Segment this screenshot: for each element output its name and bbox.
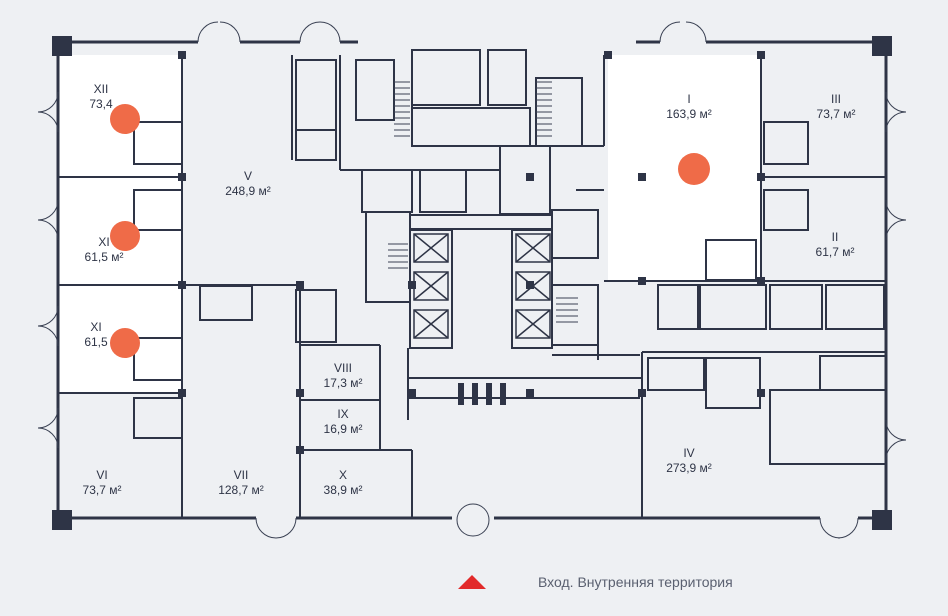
unit-number: XI [98,235,110,249]
unit-number: III [830,92,841,106]
unit-area: 16,9 м² [323,422,363,436]
unit-label-III[interactable]: III 73,7 м² [817,92,856,122]
unit-markers [110,104,710,358]
unit-label-X[interactable]: X 38,9 м² [324,468,363,498]
unit-area: 273,9 м² [666,461,712,475]
unit-label-I[interactable]: I 163,9 м² [666,92,712,122]
unit-area: 163,9 м² [666,107,712,121]
unit-area: 128,7 м² [218,483,264,497]
unit-label-VII[interactable]: VII 128,7 м² [218,468,264,498]
unit-number: XII [93,82,109,96]
unit-area: 17,3 м² [323,376,363,390]
marker-XI-b[interactable] [110,328,140,358]
unit-label-XI-a[interactable]: XI 61,5 м² [85,235,124,265]
unit-label-VI[interactable]: VI 73,7 м² [83,468,122,498]
elevators [413,233,551,339]
entrance-legend: Вход. Внутренняя территория [458,572,733,592]
unit-number: II [831,230,839,244]
unit-number: V [243,169,253,183]
unit-area: 61,7 м² [815,245,855,259]
marker-XII[interactable] [110,104,140,134]
unit-number: X [338,468,347,482]
unit-number: I [687,92,691,106]
unit-label-V[interactable]: V 248,9 м² [225,169,271,199]
unit-number: VI [96,468,108,482]
entrance-legend-label: Вход. Внутренняя территория [538,574,733,590]
unit-area: 73,4 [89,97,113,111]
red-triangle-icon [458,575,486,589]
unit-label-VIII[interactable]: VIII 17,3 м² [324,361,363,391]
unit-area: 73,7 м² [82,483,122,497]
unit-area: 61,5 [84,335,108,349]
unit-number: IV [683,446,695,460]
unit-area: 61,5 м² [84,250,124,264]
unit-label-XII[interactable]: XII 73,4 [89,82,112,112]
unit-area: 73,7 м² [816,107,856,121]
stairs [388,81,578,323]
interior-walls [58,49,887,518]
unit-label-II[interactable]: II 61,7 м² [816,230,855,260]
unit-label-IX[interactable]: IX 16,9 м² [324,407,363,437]
marker-XI-a[interactable] [110,221,140,251]
corner-columns [52,36,892,530]
door-swings [37,21,907,539]
unit-area: 248,9 м² [225,184,271,198]
unit-label-IV[interactable]: IV 273,9 м² [666,446,712,476]
unit-number: XI [90,320,102,334]
structural-columns [178,51,765,454]
unit-number: VII [233,468,249,482]
unit-area: 38,9 м² [323,483,363,497]
marker-I[interactable] [678,153,710,185]
unit-label-XI-b[interactable]: XI 61,5 [84,320,107,350]
unit-number: IX [337,407,349,421]
unit-number: VIII [333,361,352,375]
